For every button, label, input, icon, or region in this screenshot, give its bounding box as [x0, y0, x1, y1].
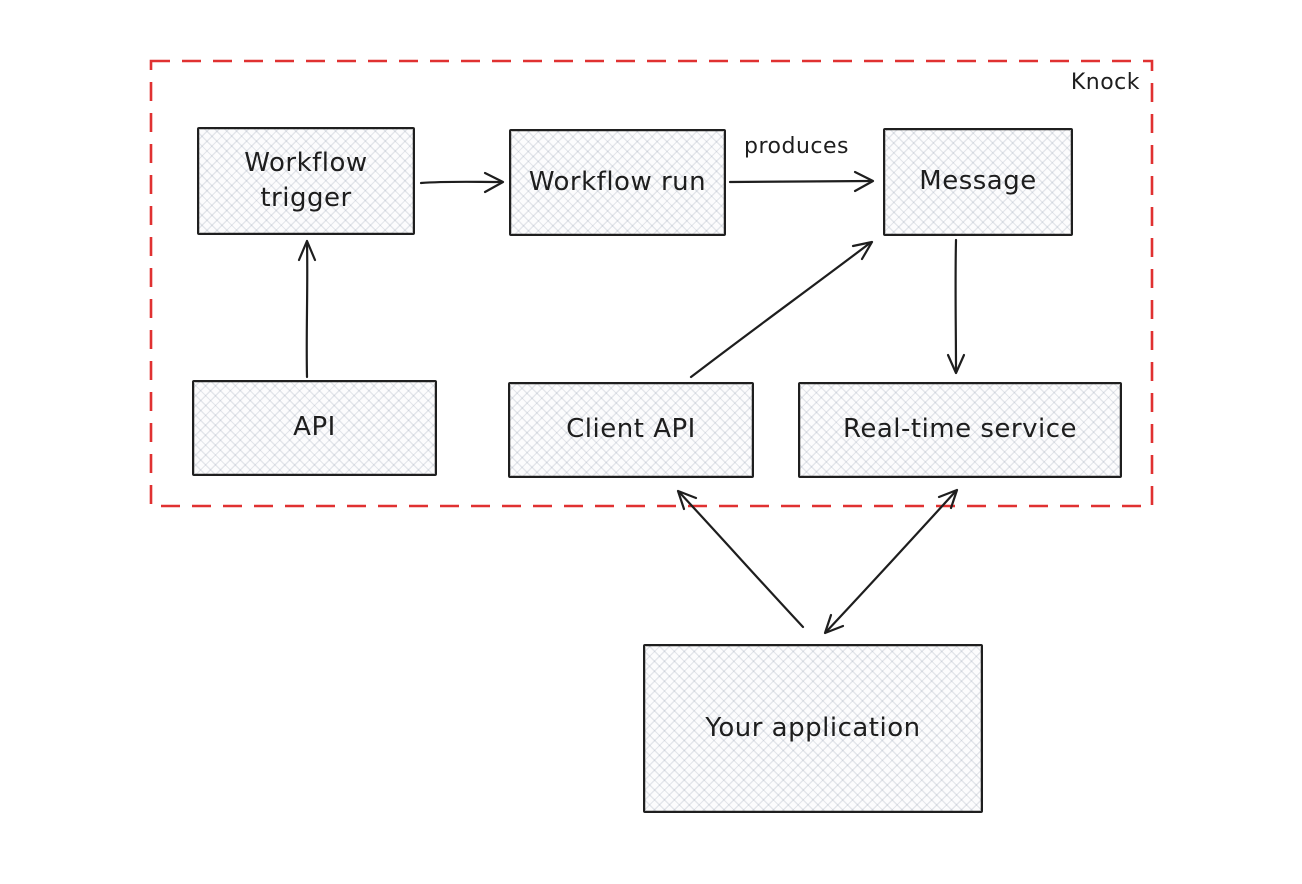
arrow-api-to-workflow-trigger	[297, 239, 317, 379]
arrow-your-application-to-client-api	[676, 489, 805, 629]
arrow-your-application-to-realtime-service	[823, 488, 959, 635]
arrow-workflow-trigger-to-workflow-run	[419, 171, 505, 194]
node-workflow-run-label: Workflow run	[528, 166, 707, 197]
node-message-label: Message	[919, 166, 1037, 197]
node-workflow-trigger-label: Workflow trigger	[244, 147, 368, 213]
node-realtime-service: Real-time service	[798, 382, 1122, 478]
node-workflow-trigger: Workflow trigger	[197, 127, 415, 235]
node-api: API	[192, 380, 437, 476]
node-message: Message	[883, 128, 1073, 236]
node-api-label: API	[293, 412, 336, 443]
arrow-client-api-to-message	[689, 240, 874, 379]
node-client-api: Client API	[508, 382, 754, 478]
node-your-application: Your application	[643, 644, 983, 813]
arrow-workflow-run-to-message	[728, 170, 875, 193]
node-client-api-label: Client API	[566, 414, 696, 445]
node-workflow-run: Workflow run	[509, 129, 726, 236]
knock-region-label: Knock	[1070, 70, 1140, 95]
node-realtime-service-label: Real-time service	[842, 414, 1078, 445]
node-your-application-label: Your application	[705, 712, 921, 743]
produces-edge-label: produces	[744, 134, 849, 159]
arrow-message-to-realtime-service	[946, 238, 966, 375]
